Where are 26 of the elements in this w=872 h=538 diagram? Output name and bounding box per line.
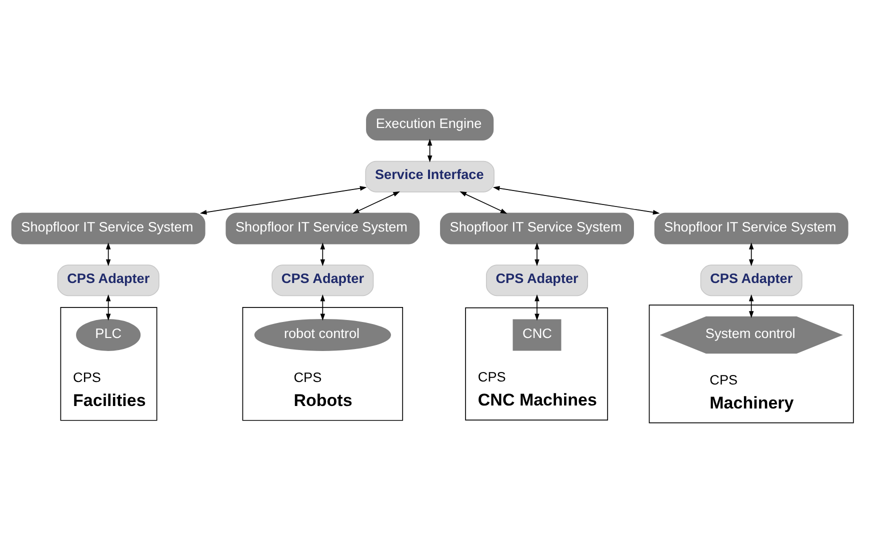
node-box: Shopfloor IT Service System [654,212,848,244]
node-box: Shopfloor IT Service System [226,212,420,244]
node-box: CPS Adapter [57,264,160,296]
arrow [748,242,754,266]
node-box: Service Interface [365,160,494,192]
node-box: CPS Adapter [700,264,802,296]
arrow [320,294,326,320]
node-box: CPS Adapter [486,264,588,296]
node-box: Execution Engine [366,108,494,140]
arrow [534,242,540,266]
node-box: CPS Adapter [272,264,374,296]
node-ellipse: robot control [254,318,391,350]
node-box: Shopfloor IT Service System [11,212,206,244]
node-ellipse: PLC [76,318,141,350]
arrow [352,190,400,214]
arrow [492,185,660,214]
arrow [427,138,432,162]
arrow [200,185,367,214]
arrow [106,242,111,266]
node-box: CNC [512,318,562,350]
arrow [106,294,111,320]
arrow [534,294,540,320]
arrow [460,190,508,214]
arrow [748,294,754,318]
arrow [320,242,326,266]
node-box: Shopfloor IT Service System [440,212,634,244]
